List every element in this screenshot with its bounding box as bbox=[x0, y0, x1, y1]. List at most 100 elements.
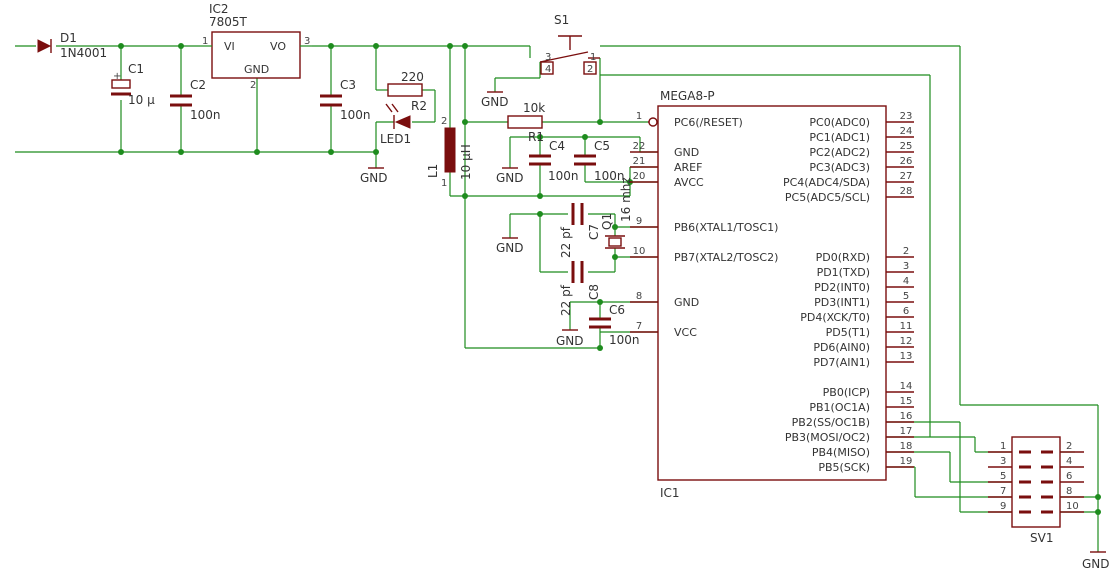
l1-pin1: 1 bbox=[441, 178, 447, 189]
r1-value: 10k bbox=[523, 101, 545, 115]
capacitor-c4: C4 100n bbox=[529, 139, 579, 183]
ic2-vi: VI bbox=[224, 40, 235, 53]
gnd-symbol: GND bbox=[496, 237, 524, 255]
c4-value: 100n bbox=[548, 169, 579, 183]
ic1-pin-number: 23 bbox=[900, 111, 913, 122]
l1-value: 10 µH bbox=[459, 144, 473, 180]
c7-name: C7 bbox=[587, 224, 601, 240]
c7-value: 22 pf bbox=[559, 226, 573, 258]
q1-name: Q1 bbox=[600, 213, 614, 230]
ic1-pin-label: PC2(ADC2) bbox=[809, 146, 870, 159]
c1-plus: + bbox=[113, 71, 121, 82]
ic1-pin-label: PC5(ADC5/SCL) bbox=[785, 191, 870, 204]
ic1-pin-number: 25 bbox=[900, 141, 913, 152]
ic1-pin-label: PB0(ICP) bbox=[823, 386, 870, 399]
c2-name: C2 bbox=[190, 78, 206, 92]
ic1-pin-number: 27 bbox=[900, 171, 913, 182]
ic2-pin2: 2 bbox=[250, 80, 256, 91]
sv1-pin-number: 3 bbox=[1000, 456, 1006, 467]
ic2-vo: VO bbox=[270, 40, 286, 53]
wires bbox=[15, 45, 1099, 552]
sv1-pin-number: 7 bbox=[1000, 486, 1006, 497]
capacitor-c7: 22 pf C7 bbox=[559, 203, 601, 258]
ic1-pin-number: 8 bbox=[636, 291, 642, 302]
c3-value: 100n bbox=[340, 108, 371, 122]
ic1-pin-number: 4 bbox=[903, 276, 909, 287]
capacitor-c6: C6 100n bbox=[589, 303, 640, 347]
resistor-r2: 220 R2 bbox=[387, 70, 427, 113]
sv1-pin-number: 5 bbox=[1000, 471, 1006, 482]
sv1-pin-number: 10 bbox=[1066, 501, 1079, 512]
ic1-pin-number: 9 bbox=[636, 216, 642, 227]
s1-pin1: 1 bbox=[590, 52, 596, 63]
ic1-pin-number: 18 bbox=[900, 441, 913, 452]
ic1-pin-number: 17 bbox=[900, 426, 913, 437]
ic1-pin-label: PB6(XTAL1/TOSC1) bbox=[674, 221, 778, 234]
c5-name: C5 bbox=[594, 139, 610, 153]
ic1-pin-label: PB3(MOSI/OC2) bbox=[785, 431, 870, 444]
ic1-pin-number: 3 bbox=[903, 261, 909, 272]
resistor-r1: 10k R1 bbox=[507, 101, 545, 144]
ic1-value: MEGA8-P bbox=[660, 89, 715, 103]
c4-name: C4 bbox=[549, 139, 565, 153]
gnd-label: GND bbox=[496, 241, 524, 255]
switch-s1: S1 3 1 4 2 bbox=[539, 13, 600, 75]
ic1-pin-number: 7 bbox=[636, 321, 642, 332]
ic1-pin-label: AVCC bbox=[674, 176, 704, 189]
c5-value: 100n bbox=[594, 169, 625, 183]
gnd-label: GND bbox=[556, 334, 584, 348]
d1-value: 1N4001 bbox=[60, 46, 107, 60]
c8-value: 22 pf bbox=[559, 284, 573, 316]
c8-name: C8 bbox=[587, 284, 601, 300]
ic1-pin-label: VCC bbox=[674, 326, 697, 339]
r1-name: R1 bbox=[528, 130, 544, 144]
gnd-label: GND bbox=[360, 171, 388, 185]
ic1-pin-number: 20 bbox=[633, 171, 646, 182]
ic1-name: IC1 bbox=[660, 486, 680, 500]
ic2-gnd: GND bbox=[244, 63, 269, 76]
capacitor-c8: 22 pf C8 bbox=[559, 261, 601, 316]
r2-value: 220 bbox=[401, 70, 424, 84]
capacitor-c5: C5 100n bbox=[574, 139, 625, 183]
c1-name: C1 bbox=[128, 62, 144, 76]
ic1-pin-number: 11 bbox=[900, 321, 913, 332]
inductor-l1: L1 10 µH 2 1 bbox=[426, 116, 473, 189]
ic1-pin-number: 22 bbox=[633, 141, 646, 152]
diode-d1: D1 1N4001 bbox=[37, 31, 107, 60]
c6-name: C6 bbox=[609, 303, 625, 317]
ic1-pin-label: PD2(INT0) bbox=[814, 281, 870, 294]
ic1-pin-number: 12 bbox=[900, 336, 913, 347]
ic2-value: 7805T bbox=[209, 15, 248, 29]
c3-name: C3 bbox=[340, 78, 356, 92]
gnd-symbol: GND bbox=[1082, 551, 1110, 571]
ic1-pin-label: PB7(XTAL2/TOSC2) bbox=[674, 251, 778, 264]
ic1-pin-number: 2 bbox=[903, 246, 909, 257]
ic1-pin-label: GND bbox=[674, 146, 699, 159]
ic1-pin-number: 6 bbox=[903, 306, 909, 317]
led-led1: LED1 bbox=[380, 103, 411, 146]
sv1-name: SV1 bbox=[1030, 531, 1053, 545]
ic1-pin-number: 5 bbox=[903, 291, 909, 302]
ic1-pin-label: PD5(T1) bbox=[826, 326, 870, 339]
ic1-pin-label: GND bbox=[674, 296, 699, 309]
q1-value: 16 mhz bbox=[619, 177, 633, 222]
gnd-symbol: GND bbox=[496, 167, 524, 185]
ic1-pin-number: 28 bbox=[900, 186, 913, 197]
ic1-pin-label: PB2(SS/OC1B) bbox=[792, 416, 870, 429]
sv1-pin-number: 2 bbox=[1066, 441, 1072, 452]
l1-pin2: 2 bbox=[441, 116, 447, 127]
gnd-label: GND bbox=[1082, 557, 1110, 571]
s1-pin4: 4 bbox=[545, 64, 551, 75]
l1-name: L1 bbox=[426, 164, 440, 178]
capacitor-c2: C2 100n bbox=[170, 78, 221, 122]
s1-pin2: 2 bbox=[587, 64, 593, 75]
ic1-pin-label: AREF bbox=[674, 161, 702, 174]
ic1-pin-number: 1 bbox=[636, 111, 642, 122]
ic1-pin-label: PD4(XCK/T0) bbox=[800, 311, 870, 324]
ic1-pin-label: PB5(SCK) bbox=[818, 461, 870, 474]
regulator-ic2: IC2 7805T VI VO GND 1 3 2 bbox=[200, 2, 312, 91]
ic2-name: IC2 bbox=[209, 2, 229, 16]
